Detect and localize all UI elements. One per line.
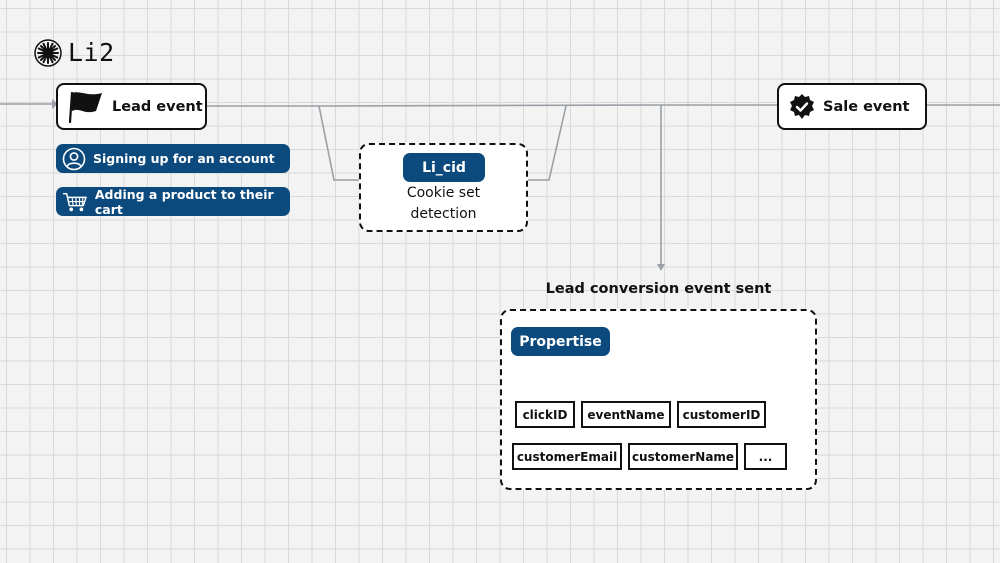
cookie-detection-node: Li_cid Cookie set detection (359, 143, 528, 232)
lead-event-label: Lead event (112, 98, 203, 115)
field-chip: clickID (515, 401, 575, 428)
field-chip: customerID (677, 401, 766, 428)
user-account-icon (62, 147, 86, 170)
main-flow-line (207, 104, 777, 107)
conversion-title: Lead conversion event sent (545, 281, 772, 297)
field-chip: customerName (628, 443, 738, 470)
properties-tag: Propertise (511, 327, 610, 356)
starburst-icon (34, 38, 62, 67)
logo: Li2 (34, 38, 115, 67)
logo-text: Li2 (68, 38, 115, 67)
sale-event-node: Sale event (777, 83, 927, 130)
trigger-cart-label: Adding a product to their cart (94, 186, 274, 217)
flag-icon (68, 91, 102, 123)
trigger-signup-pill: Signing up for an account (56, 144, 290, 173)
field-chip: customerEmail (512, 443, 622, 470)
verified-badge-icon (790, 93, 814, 119)
trigger-cart-pill: Adding a product to their cart (56, 186, 290, 217)
trigger-signup-label: Signing up for an account (93, 151, 275, 166)
cookie-description: Cookie set detection (406, 185, 481, 222)
conversion-arrowhead (657, 264, 665, 271)
conversion-properties-node: Propertise clickID eventName customerID … (500, 309, 817, 490)
shopping-cart-icon (62, 192, 87, 211)
sale-event-label: Sale event (823, 98, 910, 115)
lead-event-node: Lead event (56, 83, 207, 130)
field-chip: eventName (581, 401, 671, 428)
field-chip-more: ... (744, 443, 787, 470)
cookie-tag: Li_cid (403, 153, 485, 182)
